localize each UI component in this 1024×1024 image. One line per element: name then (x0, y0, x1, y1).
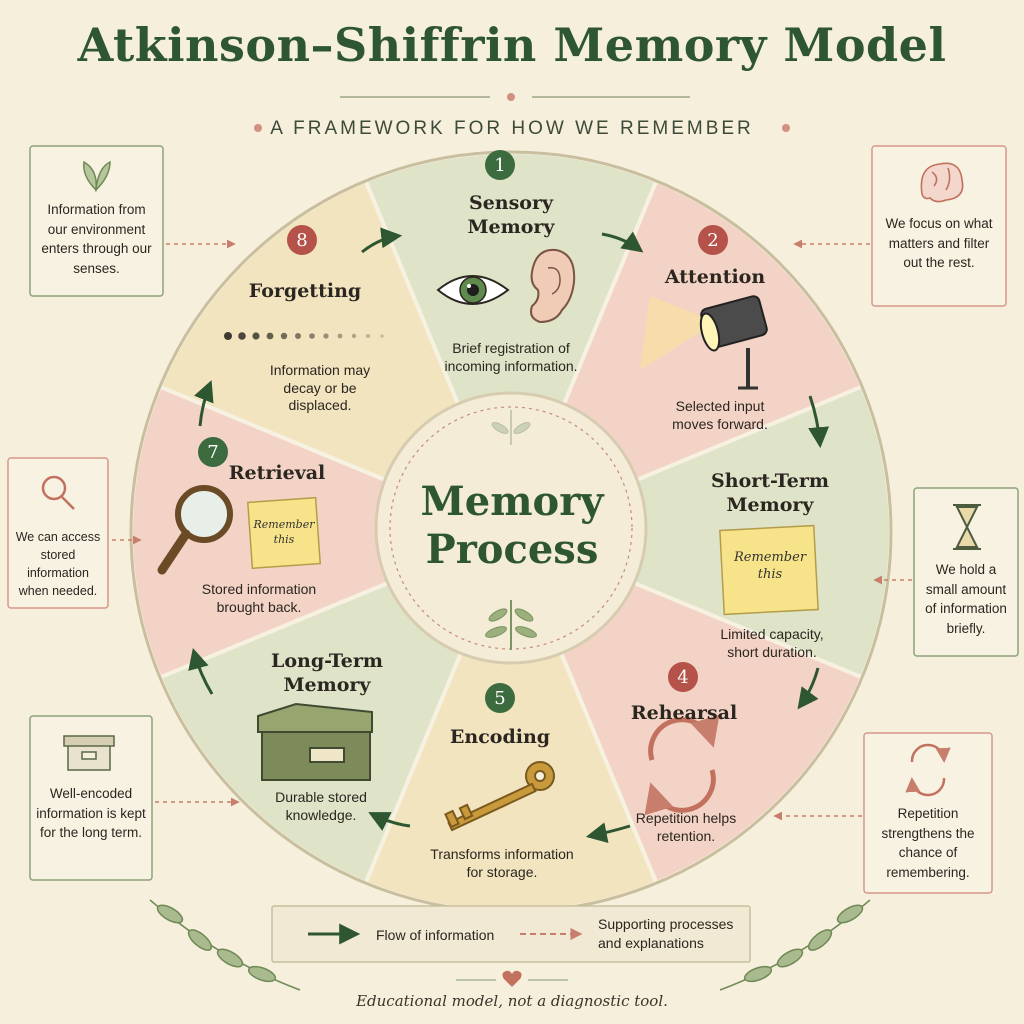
legend-flow-label: Flow of information (376, 927, 495, 943)
side-note-senses: Information from our environment enters … (41, 202, 152, 276)
fading-dot (266, 332, 274, 340)
support-connectors (112, 239, 912, 821)
stage-badge-number-7: 7 (207, 442, 218, 463)
magnifier-icon (157, 485, 233, 575)
side-note-hold: We hold a small amount of information br… (925, 562, 1007, 636)
retrieval-note-text-bottom: this (274, 533, 295, 546)
sticky-note-icon: Remember this (719, 524, 819, 616)
stage-badge-7 (198, 437, 228, 467)
stage-3-desc: Limited capacity, short duration. (720, 626, 824, 660)
cycle-arrows-icon (644, 714, 720, 816)
side-boxes (7, 145, 1019, 894)
brain-icon (920, 162, 964, 203)
stage-7-desc: Stored information brought back. (201, 581, 317, 615)
storage-box-icon (257, 702, 373, 781)
side-note-repetition: Repetition strengthens the chance of rem… (881, 806, 975, 880)
legend-support-label: Supporting processes and explanations (598, 916, 734, 951)
stage-2-desc: Selected input moves forward. (672, 398, 768, 432)
fading-dot (323, 333, 329, 339)
stage-badge-8 (287, 225, 317, 255)
fading-dot (238, 332, 246, 340)
box-icon (63, 735, 115, 771)
fading-dot (380, 334, 384, 338)
hourglass-icon (953, 504, 981, 550)
repeat-icon (905, 743, 951, 797)
center-label-line1: Memory (420, 478, 604, 525)
fading-dots-icon (224, 332, 384, 340)
fading-dot (366, 334, 370, 338)
stage-5-desc: Transforms information for storage. (430, 846, 574, 880)
stage-7-title: Retrieval (228, 462, 326, 484)
fading-dot (252, 332, 260, 340)
stage-1-title: Sensory Memory (467, 192, 555, 238)
stage-badge-number-8: 8 (296, 230, 307, 251)
stage-badge-number-1: 1 (494, 155, 505, 176)
page-subtitle: A FRAMEWORK FOR HOW WE REMEMBER (270, 118, 754, 139)
stage-badge-number-4: 4 (677, 667, 688, 688)
stage-badge-2 (698, 225, 728, 255)
kept-note-box (29, 715, 153, 881)
stage-2-title: Attention (664, 266, 766, 288)
repetition-note-box (863, 732, 993, 894)
stage-1-desc: Brief registration of incoming informati… (444, 340, 578, 374)
left-foliage-icon (149, 899, 301, 991)
flow-arrows (188, 227, 830, 844)
fading-dot (309, 333, 315, 339)
title-ornament (254, 93, 790, 132)
side-note-kept: Well-encoded information is kept for the… (36, 786, 146, 841)
stage-3-title: Short-Term Memory (711, 470, 829, 516)
search-icon (41, 475, 75, 510)
stage-badge-number-5: 5 (494, 688, 505, 709)
ear-icon (530, 248, 576, 324)
stage-5-title: Encoding (449, 726, 551, 748)
center-label-line2: Process (425, 526, 599, 573)
senses-note-box (29, 145, 164, 297)
stage-8-desc: Information may decay or be displaced. (269, 362, 371, 413)
footer-note: Educational model, not a diagnostic tool… (356, 992, 668, 1010)
stage-6-desc: Durable stored knowledge. (275, 789, 367, 823)
stage-badge-number-2: 2 (707, 230, 718, 251)
focus-note-box (871, 145, 1007, 307)
retrieval-note-text-top: Remember (253, 518, 316, 531)
hanging-sprig-icon (491, 410, 531, 445)
stage-4-desc: Repetition helps retention. (635, 810, 737, 844)
fading-dot (224, 332, 232, 340)
access-note-box (7, 457, 109, 609)
center-label: Memory Process (400, 478, 624, 574)
stage-badge-1 (485, 150, 515, 180)
stage-badge-5 (485, 683, 515, 713)
stage-4-title: Rehearsal (630, 702, 738, 724)
eye-icon (436, 275, 510, 305)
right-foliage-icon (719, 899, 871, 991)
heart-divider-icon (456, 970, 568, 987)
sticky-note-text-top: Remember (733, 550, 807, 565)
leaf-icon (83, 160, 111, 192)
stage-6-title: Long-Term Memory (270, 650, 384, 696)
retrieval-note-icon: Remember this (246, 496, 322, 570)
side-note-focus: We focus on what matters and filter out … (885, 216, 993, 271)
fading-dot (295, 333, 301, 339)
center-circle (374, 391, 648, 665)
legend-box (271, 905, 751, 963)
fading-dot (337, 333, 343, 339)
sprig-icon (485, 600, 537, 650)
stage-badges: 1 2 4 5 7 8 (198, 150, 728, 713)
key-icon (444, 761, 555, 832)
sticky-note-text-bottom: this (758, 567, 783, 582)
stage-8-title: Forgetting (248, 280, 362, 302)
spotlight-icon (640, 295, 768, 390)
hold-note-box (913, 487, 1019, 657)
stage-badge-4 (668, 662, 698, 692)
page-title: Atkinson–Shiffrin Memory Model (77, 18, 947, 72)
fading-dot (280, 332, 288, 340)
side-note-access: We can access stored information when ne… (15, 530, 101, 599)
fading-dot (351, 333, 357, 339)
